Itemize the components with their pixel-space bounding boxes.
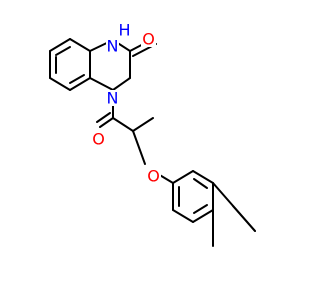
bond-benzene-4: [69, 77, 91, 91]
bond-aryl-inner-3: [193, 178, 208, 189]
atom-o-amide-label: O: [91, 130, 106, 149]
bond-aryl-methyl-4b: [232, 205, 256, 232]
molecule-canvas: H N N O O O: [49, 20, 256, 247]
atom-h-label: H: [118, 21, 130, 40]
atom-o-lactam-label: O: [141, 30, 156, 49]
bond-ch-methyl: [132, 117, 154, 132]
bond-amide-co-a: [99, 117, 114, 128]
atom-o-ether-text: O: [147, 167, 160, 186]
bond-benzene-2: [69, 38, 91, 52]
bond-aryl-2: [172, 209, 194, 223]
atom-o-lactam-text: O: [142, 30, 155, 49]
atom-n1-label: N: [106, 37, 119, 56]
bond-ring-n4-c4a: [89, 77, 114, 91]
bond-amide-co-b: [96, 112, 111, 123]
bond-ch-ether-o: [132, 130, 146, 165]
bond-aryl-3: [192, 209, 214, 223]
atom-n4-text: N: [107, 89, 119, 108]
bond-benzene-inner-1: [55, 46, 71, 56]
bond-benzene-5: [49, 77, 71, 91]
atom-n1-text: N: [107, 37, 119, 56]
bond-ring-c3-n4: [112, 77, 131, 91]
bond-aryl-inner-2: [193, 204, 208, 214]
atom-o-amide-text: O: [92, 130, 105, 149]
structure-diagram: H N N O O O: [49, 21, 256, 247]
bond-acyl-ch: [112, 117, 134, 132]
atom-n4-label: N: [106, 89, 119, 108]
atom-h-text: H: [118, 21, 130, 40]
bond-aryl-6: [172, 170, 194, 184]
bond-layer: [49, 38, 256, 247]
bond-benzene-inner-2: [69, 74, 85, 84]
atom-o-ether-label: O: [146, 167, 161, 186]
atom-label-layer: H N N O O O: [91, 21, 161, 186]
bond-benzene-1: [49, 38, 71, 52]
bond-aryl-5: [192, 170, 214, 184]
